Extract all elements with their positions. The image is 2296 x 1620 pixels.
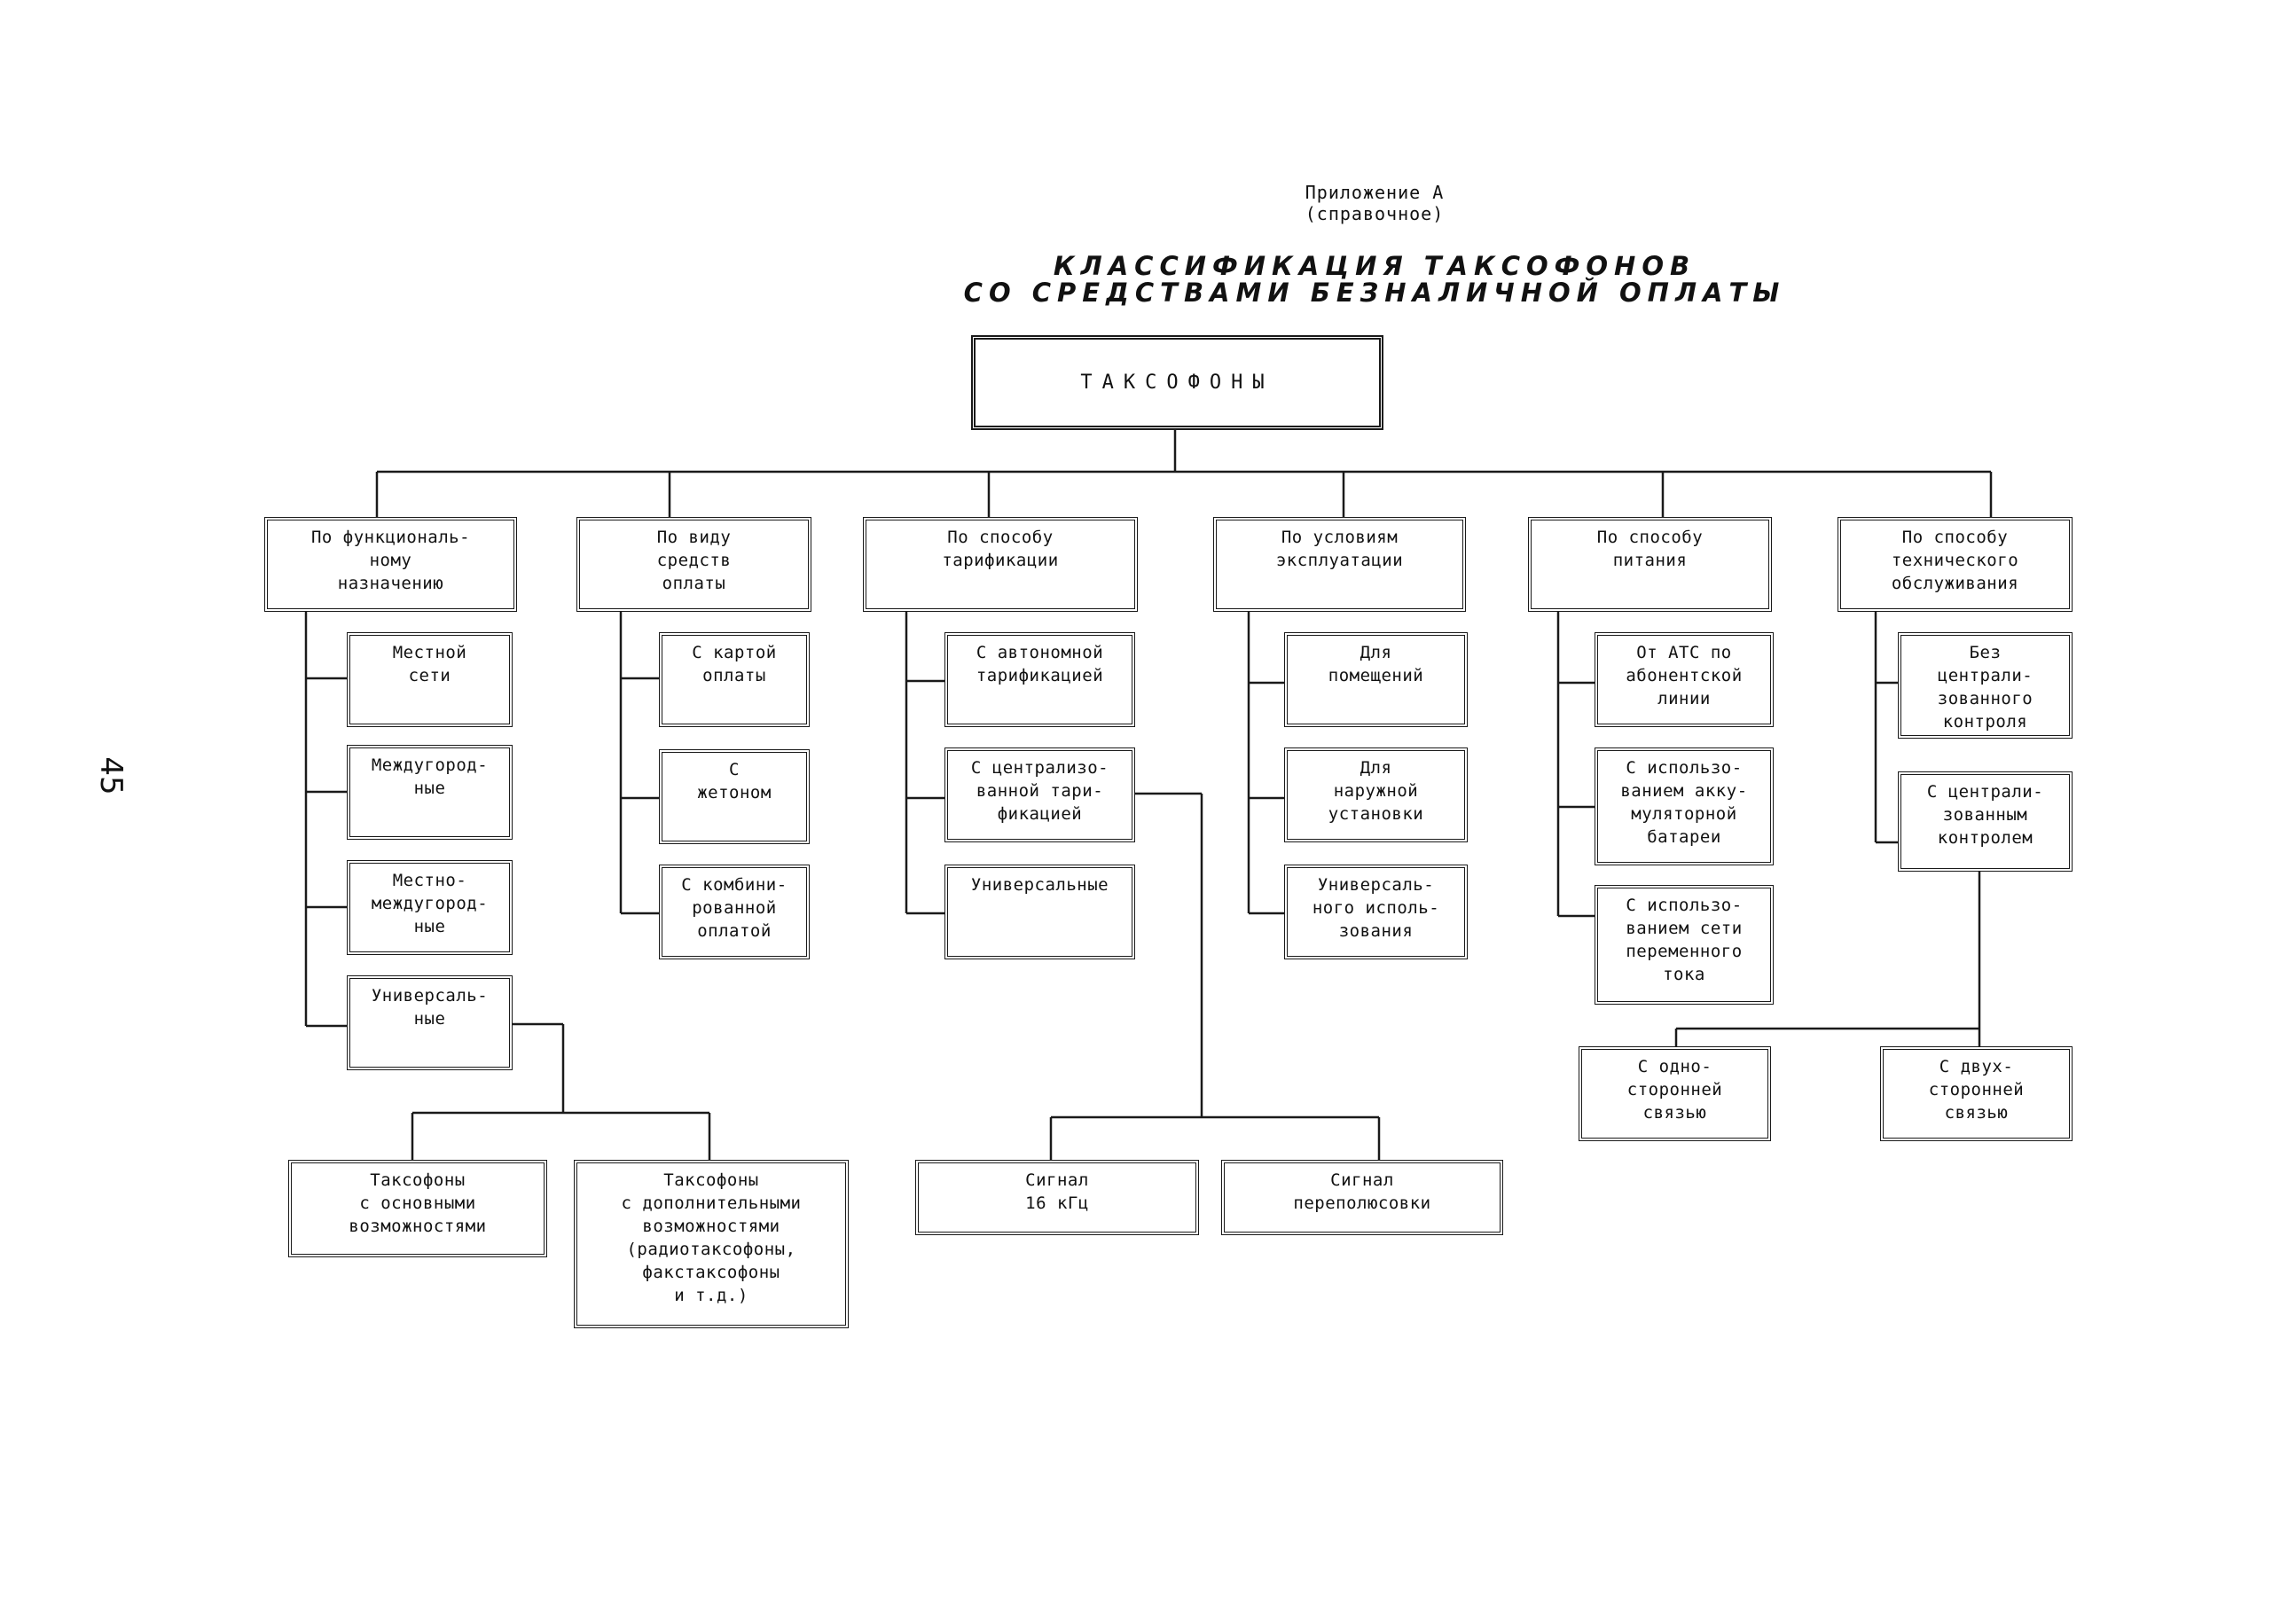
item-token: С жетоном xyxy=(659,749,810,844)
appendix-line-1: Приложение А xyxy=(1305,182,1445,203)
category-maintenance: По способу технического обслуживания xyxy=(1838,517,2073,612)
title-line-1: КЛАССИФИКАЦИЯ ТАКСОФОНОВ xyxy=(1053,251,1697,281)
item-signal-polarity-reversal: Сигнал переполюсовки xyxy=(1221,1160,1503,1235)
title-line-2: СО СРЕДСТВАМИ БЕЗНАЛИЧНОЙ ОПЛАТЫ xyxy=(963,278,1786,308)
item-signal-16khz: Сигнал 16 кГц xyxy=(915,1160,1199,1235)
category-power-supply: По способу питания xyxy=(1528,517,1772,612)
item-central-control: С централи- зованным контролем xyxy=(1898,771,2073,872)
page-number: 45 xyxy=(93,756,129,795)
item-card-payment: С картой оплаты xyxy=(659,632,810,727)
item-two-way-link: С двух- сторонней связью xyxy=(1880,1046,2073,1141)
root-node-label: ТАКСОФОНЫ xyxy=(1080,371,1274,394)
category-functional: По функциональ- ному назначению xyxy=(264,517,517,612)
item-local-network: Местной сети xyxy=(347,632,513,727)
root-node: ТАКСОФОНЫ xyxy=(971,335,1383,430)
item-centralized-tariffing: С централизо- ванной тари- фикацией xyxy=(944,747,1135,842)
item-extra-features: Таксофоны с дополнительными возможностям… xyxy=(574,1160,849,1328)
item-local-long-distance: Местно- междугород- ные xyxy=(347,860,513,955)
category-payment-means: По виду средств оплаты xyxy=(576,517,811,612)
item-no-central-control: Без централи- зованного контроля xyxy=(1898,632,2073,739)
appendix-label: Приложение А (справочное) xyxy=(1153,182,1596,224)
item-one-way-link: С одно- сторонней связью xyxy=(1579,1046,1771,1141)
item-outdoor: Для наружной установки xyxy=(1284,747,1468,842)
item-universal-tariffing: Универсальные xyxy=(944,865,1135,959)
item-combined-payment: С комбини- рованной оплатой xyxy=(659,865,810,959)
item-autonomous-tariffing: С автономной тарификацией xyxy=(944,632,1135,727)
appendix-line-2: (справочное) xyxy=(1305,203,1445,224)
item-long-distance: Междугород- ные xyxy=(347,745,513,840)
item-ac-mains-power: С использо- ванием сети переменного тока xyxy=(1595,885,1774,1005)
item-universal-use: Универсаль- ного исполь- зования xyxy=(1284,865,1468,959)
item-battery-power: С использо- ванием акку- муляторной бата… xyxy=(1595,747,1774,865)
item-universal-functional: Универсаль- ные xyxy=(347,975,513,1070)
item-exchange-line-power: От АТС по абонентской линии xyxy=(1595,632,1774,727)
item-basic-features: Таксофоны с основными возможностями xyxy=(288,1160,547,1257)
item-indoor: Для помещений xyxy=(1284,632,1468,727)
category-operating-conditions: По условиям эксплуатации xyxy=(1213,517,1466,612)
category-tariffing: По способу тарификации xyxy=(863,517,1138,612)
diagram-title: КЛАССИФИКАЦИЯ ТАКСОФОНОВ СО СРЕДСТВАМИ Б… xyxy=(798,253,1951,306)
